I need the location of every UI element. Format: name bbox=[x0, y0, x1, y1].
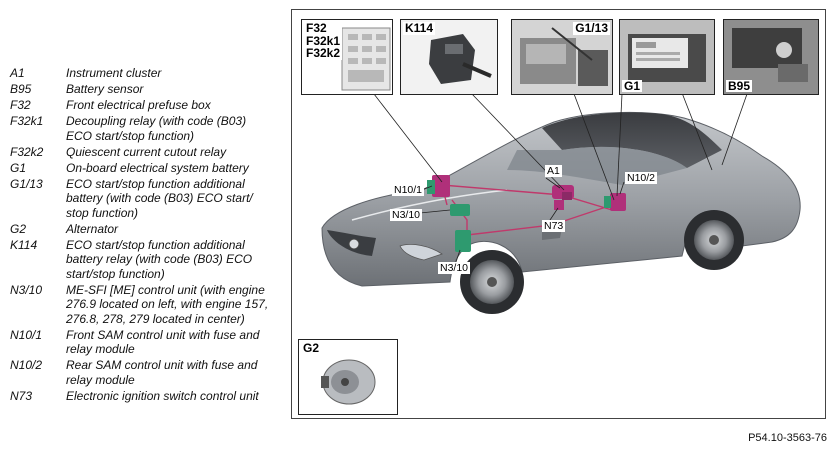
legend-description: Decoupling relay (with code (B03) ECO st… bbox=[66, 114, 247, 143]
callout-n10-2: N10/2 bbox=[625, 172, 658, 184]
legend-code: G1/13 bbox=[10, 176, 43, 191]
legend-description: ME-SFI [ME] control unit (with engine 27… bbox=[66, 282, 269, 326]
legend-row: G1/13 ECO start/stop function additional … bbox=[10, 177, 272, 221]
k114-label: K114 bbox=[403, 21, 436, 35]
legend-row: F32k1 Decoupling relay (with code (B03) E… bbox=[10, 114, 272, 143]
legend-row: F32 Front electrical prefuse box bbox=[10, 98, 272, 113]
legend-row: N10/2 Rear SAM control unit with fuse and… bbox=[10, 358, 272, 387]
figure-reference: P54.10-3563-76 bbox=[748, 432, 827, 444]
callout-n73: N73 bbox=[542, 220, 566, 232]
legend-code: N10/2 bbox=[10, 358, 43, 372]
legend-code: F32k2 bbox=[10, 144, 44, 159]
f32k1-label: F32k1 bbox=[306, 33, 341, 48]
legend-code: G2 bbox=[10, 221, 27, 236]
legend-code: F32k1 bbox=[10, 114, 44, 128]
legend-code: G1 bbox=[10, 160, 27, 175]
inset-front-prefuse-box: F32 F32k1 F32k2 bbox=[301, 19, 393, 95]
inset-additional-battery: G1/13 bbox=[511, 19, 613, 95]
legend-row: N3/10 ME-SFI [ME] control unit (with engi… bbox=[10, 283, 272, 327]
g1-13-label: G1/13 bbox=[573, 21, 610, 35]
battery-image bbox=[620, 20, 714, 94]
module-n73 bbox=[554, 200, 564, 210]
legend-description: ECO start/stop function additional batte… bbox=[66, 237, 253, 281]
legend-code: N10/1 bbox=[10, 327, 43, 342]
legend-description: Rear SAM control unit with fuse and rela… bbox=[66, 358, 258, 387]
inset-k114-relay: K114 bbox=[400, 19, 498, 95]
g1-label: G1 bbox=[622, 78, 643, 93]
inset-battery-sensor: B95 bbox=[723, 19, 819, 95]
module-n3-10-lower bbox=[455, 230, 471, 252]
legend-row: B95 Battery sensor bbox=[10, 82, 272, 97]
callout-a1: A1 bbox=[545, 165, 562, 177]
legend-description: Front electrical prefuse box bbox=[66, 98, 211, 112]
inset-alternator: G2 bbox=[298, 339, 398, 415]
headlight bbox=[399, 244, 443, 261]
hood-line bbox=[351, 189, 508, 221]
legend-code: B95 bbox=[10, 82, 32, 96]
legend-row: A1 Instrument cluster bbox=[10, 66, 272, 81]
f32-label: F32 bbox=[306, 21, 327, 35]
callout-n3-10-upper: N3/10 bbox=[390, 209, 423, 221]
legend-row: N10/1 Front SAM control unit with fuse an… bbox=[10, 328, 272, 357]
legend-code: F32 bbox=[10, 98, 31, 112]
component-location-figure: F32 F32k1 F32k2 K114 G1/13 bbox=[291, 9, 826, 419]
legend-description: ECO start/stop function additional batte… bbox=[66, 176, 253, 220]
callout-n3-10-lower: N3/10 bbox=[438, 262, 471, 274]
legend-description: Front SAM control unit with fuse and rel… bbox=[66, 327, 260, 357]
legend-description: Instrument cluster bbox=[66, 66, 162, 80]
legend-row: F32k2 Quiescent current cutout relay bbox=[10, 145, 272, 160]
battery-sensor-image bbox=[724, 20, 818, 94]
legend-code: A1 bbox=[10, 66, 25, 80]
legend-row: G1 On-board electrical system battery bbox=[10, 161, 272, 176]
g2-label: G2 bbox=[301, 341, 322, 355]
module-n10-1 bbox=[432, 175, 450, 197]
inset-battery: G1 bbox=[619, 19, 715, 95]
f32k2-label: F32k2 bbox=[306, 46, 341, 60]
legend-description: On-board electrical system battery bbox=[66, 160, 249, 175]
legend-description: Electronic ignition switch control unit bbox=[66, 388, 259, 403]
module-n3-10-upper bbox=[450, 204, 470, 216]
callout-n10-1: N10/1 bbox=[392, 184, 425, 196]
legend-code: N73 bbox=[10, 388, 33, 403]
car-roof bbox=[542, 112, 722, 168]
legend-row: N73 Electronic ignition switch control un… bbox=[10, 389, 272, 404]
legend-row: K114 ECO start/stop function additional b… bbox=[10, 238, 272, 282]
legend-description: Battery sensor bbox=[66, 82, 144, 96]
legend-code: N3/10 bbox=[10, 282, 43, 297]
legend-description: Quiescent current cutout relay bbox=[66, 144, 227, 159]
b95-label: B95 bbox=[726, 78, 753, 93]
legend-row: G2 Alternator bbox=[10, 222, 272, 237]
prefuse-box-image bbox=[341, 27, 391, 91]
module-n10-2 bbox=[610, 193, 626, 211]
legend-code: K114 bbox=[10, 237, 38, 252]
star-emblem bbox=[348, 238, 360, 250]
legend-description: Alternator bbox=[66, 221, 119, 236]
